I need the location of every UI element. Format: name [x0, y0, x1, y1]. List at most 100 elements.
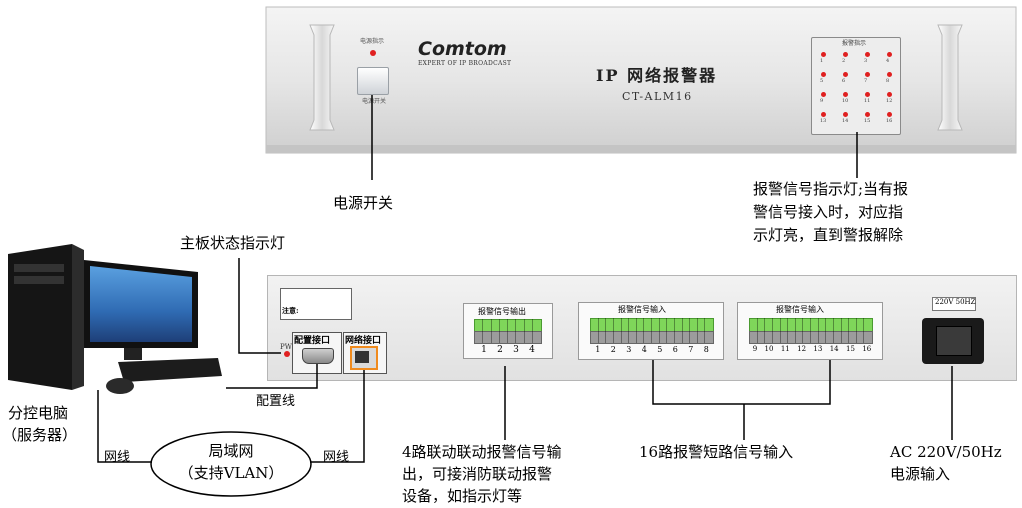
network-cable-left-annotation: 网线	[104, 450, 131, 465]
alarm-led-label-12: 12	[886, 98, 893, 104]
terminal-divider	[613, 318, 614, 343]
terminal-divider	[507, 319, 508, 343]
pc-monitor	[84, 260, 198, 360]
terminal-divider	[651, 318, 652, 343]
terminal-divider	[605, 318, 606, 343]
alarm-input-number-5: 5	[657, 345, 663, 354]
terminal-divider	[764, 318, 765, 343]
terminal-divider	[818, 318, 819, 343]
alarm-led-10	[843, 92, 848, 97]
alarm-led-label-15: 15	[864, 118, 871, 124]
power-indicator-text: 电源指示	[360, 38, 385, 45]
config-port-label: 配置接口	[294, 336, 331, 346]
terminal-divider	[491, 319, 492, 343]
lan-line1: 局域网	[208, 442, 254, 460]
alarm-indicator-line2: 警信号接入时，对应指	[753, 203, 904, 221]
terminal-divider	[757, 318, 758, 343]
terminal-divider	[802, 318, 803, 343]
alarm-led-16	[887, 112, 892, 117]
power-rating: 220V 50HZ	[935, 298, 976, 306]
alarm-output-number-1: 1	[481, 345, 487, 355]
terminal-divider	[659, 318, 660, 343]
sub-pc-annotation: 分控电脑 （服务器）	[2, 402, 77, 446]
alarm-input-number-15: 15	[846, 345, 855, 353]
alarm-input-number-6: 6	[672, 345, 678, 354]
alarm-output-number-3: 3	[513, 345, 519, 355]
alarm-led-label-6: 6	[842, 78, 846, 84]
network-cable-right-annotation: 网线	[323, 450, 350, 465]
right-handle	[937, 24, 963, 131]
alarm-input-number-3: 3	[626, 345, 632, 354]
mainboard-indicator-pointer	[238, 258, 281, 354]
alarm-input-number-7: 7	[688, 345, 694, 354]
pc-keyboard	[118, 358, 222, 382]
terminal-divider	[598, 318, 599, 343]
device-model: CT-ALM16	[622, 90, 693, 103]
alarm-led-label-2: 2	[842, 58, 846, 64]
terminal-divider	[515, 319, 516, 343]
alarm-led-12	[887, 92, 892, 97]
alarm-input-number-10: 10	[764, 345, 774, 353]
alarm-led-13	[821, 112, 826, 117]
brand-logo: Comtom	[418, 38, 507, 60]
lan-line2: （支持VLAN）	[178, 464, 284, 482]
terminal-divider	[810, 318, 811, 343]
power-switch-text: 电源开关	[362, 98, 387, 105]
input-annotation: 16路报警短路信号输入	[639, 443, 794, 461]
alarm-input-number-11: 11	[780, 345, 790, 353]
left-handle	[309, 24, 335, 131]
sub-pc-line2: （服务器）	[2, 426, 78, 444]
alarm-led-label-14: 14	[842, 118, 849, 124]
alarm-led-label-4: 4	[886, 58, 890, 64]
device-title: IP 网络报警器	[596, 66, 718, 85]
terminal-divider	[841, 318, 842, 343]
lan-ellipse	[150, 431, 312, 497]
alarm-led-label-1: 1	[820, 58, 824, 64]
alarm-input-number-14: 14	[829, 345, 839, 353]
alarm-led-label-11: 11	[864, 98, 871, 104]
alarm-led-7	[865, 72, 870, 77]
terminal-divider	[621, 318, 622, 343]
terminal-divider	[863, 318, 864, 343]
terminal-divider	[532, 319, 533, 343]
alarm-input-terminal-grey-1	[590, 331, 714, 344]
network-cable-left-line	[97, 390, 152, 463]
alarm-input-number-16: 16	[862, 345, 872, 353]
output-desc-line3: 设备，如指示灯等	[402, 487, 523, 505]
alarm-output-number-2: 2	[497, 345, 503, 355]
db9-port[interactable]	[302, 348, 334, 364]
alarm-led-label-16: 16	[886, 118, 893, 124]
terminal-divider	[674, 318, 675, 343]
power-switch-button[interactable]	[357, 67, 389, 95]
terminal-divider	[787, 318, 788, 343]
output-desc-line1: 4路联动联动报警信号输	[402, 443, 562, 461]
terminal-divider	[704, 318, 705, 343]
config-cable-annotation: 配置线	[256, 394, 296, 409]
sub-pc-line1: 分控电脑	[8, 404, 69, 422]
terminal-divider	[628, 318, 629, 343]
network-cable-right-line	[310, 370, 365, 463]
terminal-divider	[780, 318, 781, 343]
power-annotation: AC 220V/50Hz 电源输入	[890, 441, 1002, 485]
alarm-output-terminal-grey	[474, 331, 542, 344]
alarm-input-number-2: 2	[610, 345, 616, 354]
brand-tagline: EXPERT OF IP BROADCAST	[418, 60, 512, 67]
terminal-divider	[636, 318, 637, 343]
alarm-indicator-line1: 报警信号指示灯;当有报	[753, 180, 909, 198]
terminal-divider	[848, 318, 849, 343]
alarm-output-number-4: 4	[529, 345, 535, 355]
terminal-divider	[697, 318, 698, 343]
power-desc-line2: 电源输入	[890, 465, 951, 483]
alarm-input-number-12: 12	[797, 345, 807, 353]
lan-annotation: 局域网 （支持VLAN）	[151, 440, 311, 484]
alarm-led-2	[843, 52, 848, 57]
mainboard-indicator-annotation: 主板状态指示灯	[180, 234, 286, 252]
alarm-input-terminal-grey-2	[749, 331, 873, 344]
alarm-led-11	[865, 92, 870, 97]
input-bracket	[652, 360, 831, 405]
network-port-label: 网络接口	[345, 336, 382, 346]
